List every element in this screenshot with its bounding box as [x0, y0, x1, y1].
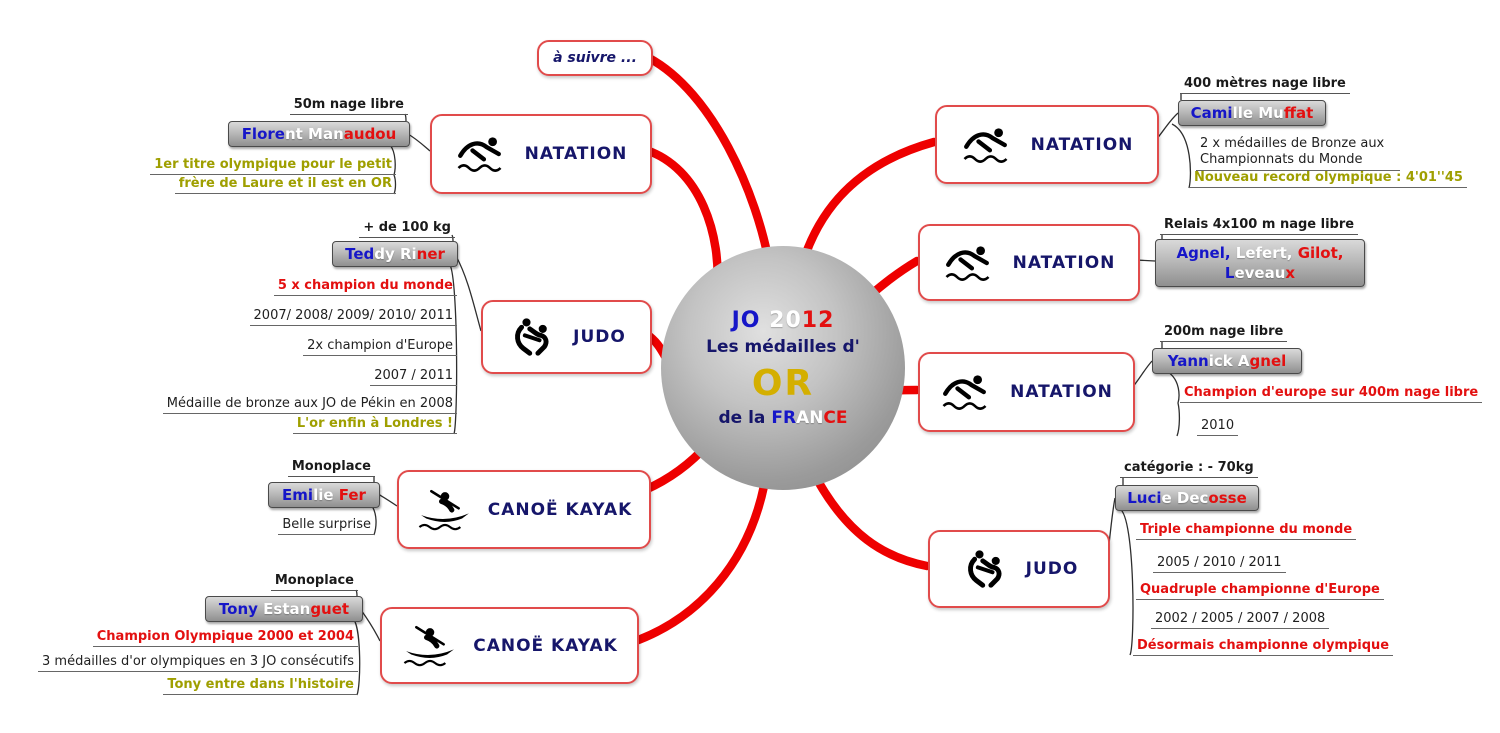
note-estanguet-2[interactable]: Tony entre dans l'histoire: [163, 677, 358, 695]
athlete-relay-team[interactable]: Agnel, Lefert, Gilot, Leveaux: [1155, 239, 1365, 287]
judo-icon-svg: [515, 318, 549, 356]
note-decosse-1[interactable]: 2005 / 2010 / 2011: [1153, 555, 1286, 573]
link-estanguet-node: [360, 609, 381, 642]
judo-icon: [507, 315, 559, 359]
link-riner-node: [455, 255, 482, 332]
athlete-lucie-decosse[interactable]: Lucie Decosse: [1115, 485, 1259, 511]
sport-label: NATATION: [1010, 382, 1113, 402]
note-riner-1[interactable]: 2007/ 2008/ 2009/ 2010/ 2011: [249, 308, 457, 326]
category-riner[interactable]: + de 100 kg: [359, 220, 455, 238]
central-title-line2: Les médailles d': [706, 337, 860, 357]
category-fer[interactable]: Monoplace: [287, 459, 375, 477]
sport-label: NATATION: [1030, 134, 1134, 155]
kayak-icon: [416, 489, 474, 531]
relay-line-2: Leveaux: [1224, 264, 1296, 282]
note-riner-4[interactable]: Médaille de bronze aux JO de Pékin en 20…: [162, 396, 457, 414]
sport-node-canoe-fer[interactable]: CANOË KAYAK: [397, 470, 651, 549]
note-decosse-3[interactable]: 2002 / 2005 / 2007 / 2008: [1151, 611, 1330, 629]
link-fer-notes: [371, 505, 377, 536]
category-estanguet[interactable]: Monoplace: [270, 573, 358, 591]
central-title-line1: JO 2012: [731, 308, 835, 333]
sport-node-judo-riner[interactable]: JUDO: [481, 300, 652, 374]
category-agnel[interactable]: 200m nage libre: [1160, 324, 1288, 342]
swimmer-icon-svg: [963, 127, 1008, 163]
link-fer-node: [377, 493, 398, 507]
kayak-icon-svg: [418, 489, 469, 530]
swimmer-icon: [455, 132, 511, 176]
link-manaudou-category: [404, 113, 407, 122]
link-riner-category: [451, 234, 454, 242]
link-muffat-notes: [1171, 123, 1192, 189]
link-estanguet-notes: [353, 619, 361, 696]
athlete-emilie-fer[interactable]: Emilie Fer: [268, 482, 380, 508]
swimmer-icon: [943, 241, 999, 285]
note-estanguet-1[interactable]: 3 médailles d'or olympiques en 3 JO cons…: [38, 654, 358, 672]
sport-label: JUDO: [573, 327, 626, 347]
sport-label: NATATION: [524, 144, 628, 164]
sport-label: NATATION: [1012, 252, 1116, 273]
link-manaudou-notes: [389, 144, 397, 195]
sport-label: CANOË KAYAK: [473, 635, 618, 656]
red-link-judo-right: [807, 465, 932, 571]
athlete-yannick-agnel[interactable]: Yannick Agnel: [1152, 348, 1302, 374]
category-manaudou[interactable]: 50m nage libre: [289, 97, 408, 115]
note-riner-0[interactable]: 5 x champion du monde: [273, 278, 457, 296]
central-title-line4: de la FRANCE: [718, 408, 848, 428]
note-muffat-1[interactable]: Nouveau record olympique : 4'01''45: [1190, 170, 1467, 188]
central-title-or: OR: [751, 363, 815, 404]
swimmer-icon: [940, 370, 996, 414]
kayak-icon-svg: [403, 625, 455, 666]
category-decosse[interactable]: catégorie : - 70kg: [1120, 460, 1258, 478]
swimmer-icon-svg: [945, 245, 990, 281]
link-decosse-notes: [1119, 508, 1134, 656]
sport-node-natation-muffat[interactable]: NATATION: [935, 105, 1159, 184]
kayak-icon: [401, 625, 459, 667]
note-riner-5[interactable]: L'or enfin à Londres !: [292, 416, 457, 434]
note-decosse-0[interactable]: Triple championne du monde: [1136, 522, 1357, 540]
note-fer-0[interactable]: Belle surprise: [278, 517, 375, 535]
link-manaudou-node: [407, 133, 431, 152]
judo-icon: [960, 547, 1012, 591]
note-agnel-1[interactable]: 2010: [1197, 418, 1239, 436]
category-relay[interactable]: Relais 4x100 m nage libre: [1160, 217, 1359, 235]
node-a-suivre[interactable]: à suivre ...: [537, 40, 653, 76]
athlete-tony-estanguet[interactable]: Tony Estanguet: [205, 596, 363, 622]
swimmer-icon-svg: [457, 137, 502, 172]
note-decosse-2[interactable]: Quadruple championne d'Europe: [1136, 582, 1384, 600]
note-manaudou-1[interactable]: frère de Laure et il est en OR: [174, 176, 396, 194]
note-riner-2[interactable]: 2x champion d'Europe: [303, 338, 457, 356]
note-riner-3[interactable]: 2007 / 2011: [370, 368, 457, 386]
relay-line-1: Agnel, Lefert, Gilot,: [1176, 244, 1344, 262]
sport-node-natation-manaudou[interactable]: NATATION: [430, 114, 652, 194]
sport-node-judo-decosse[interactable]: JUDO: [928, 530, 1110, 608]
judo-icon-svg: [967, 550, 1002, 588]
athlete-florent-manaudou[interactable]: Florent Manaudou: [228, 121, 410, 147]
note-agnel-0[interactable]: Champion d'europe sur 400m nage libre: [1180, 385, 1483, 403]
note-estanguet-0[interactable]: Champion Olympique 2000 et 2004: [92, 629, 358, 647]
note-muffat-0[interactable]: 2 x médailles de Bronze aux Championnats…: [1196, 136, 1400, 171]
red-link-canoe-2: [628, 481, 769, 647]
central-topic[interactable]: JO 2012 Les médailles d' OR de la FRANCE: [661, 246, 905, 490]
sport-node-natation-agnel[interactable]: NATATION: [918, 352, 1135, 432]
athlete-camille-muffat[interactable]: Camille Muffat: [1178, 100, 1326, 126]
red-link-a-suivre: [644, 53, 775, 273]
note-decosse-4[interactable]: Désormais championne olympique: [1133, 638, 1394, 656]
sport-label: CANOË KAYAK: [487, 499, 633, 520]
link-riner-notes: [449, 264, 458, 435]
athlete-teddy-riner[interactable]: Teddy Riner: [332, 241, 458, 267]
swimmer-icon: [961, 123, 1017, 167]
swimmer-icon-svg: [942, 375, 987, 410]
a-suivre-label: à suivre ...: [553, 50, 637, 66]
red-link-natation-left: [641, 145, 722, 297]
link-agnel-notes: [1167, 371, 1181, 437]
sport-node-canoe-estanguet[interactable]: CANOË KAYAK: [380, 607, 639, 684]
sport-node-natation-relais[interactable]: NATATION: [918, 224, 1140, 301]
sport-label: JUDO: [1025, 559, 1079, 579]
note-manaudou-0[interactable]: 1er titre olympique pour le petit: [150, 157, 396, 175]
category-muffat[interactable]: 400 mètres nage libre: [1180, 76, 1350, 94]
